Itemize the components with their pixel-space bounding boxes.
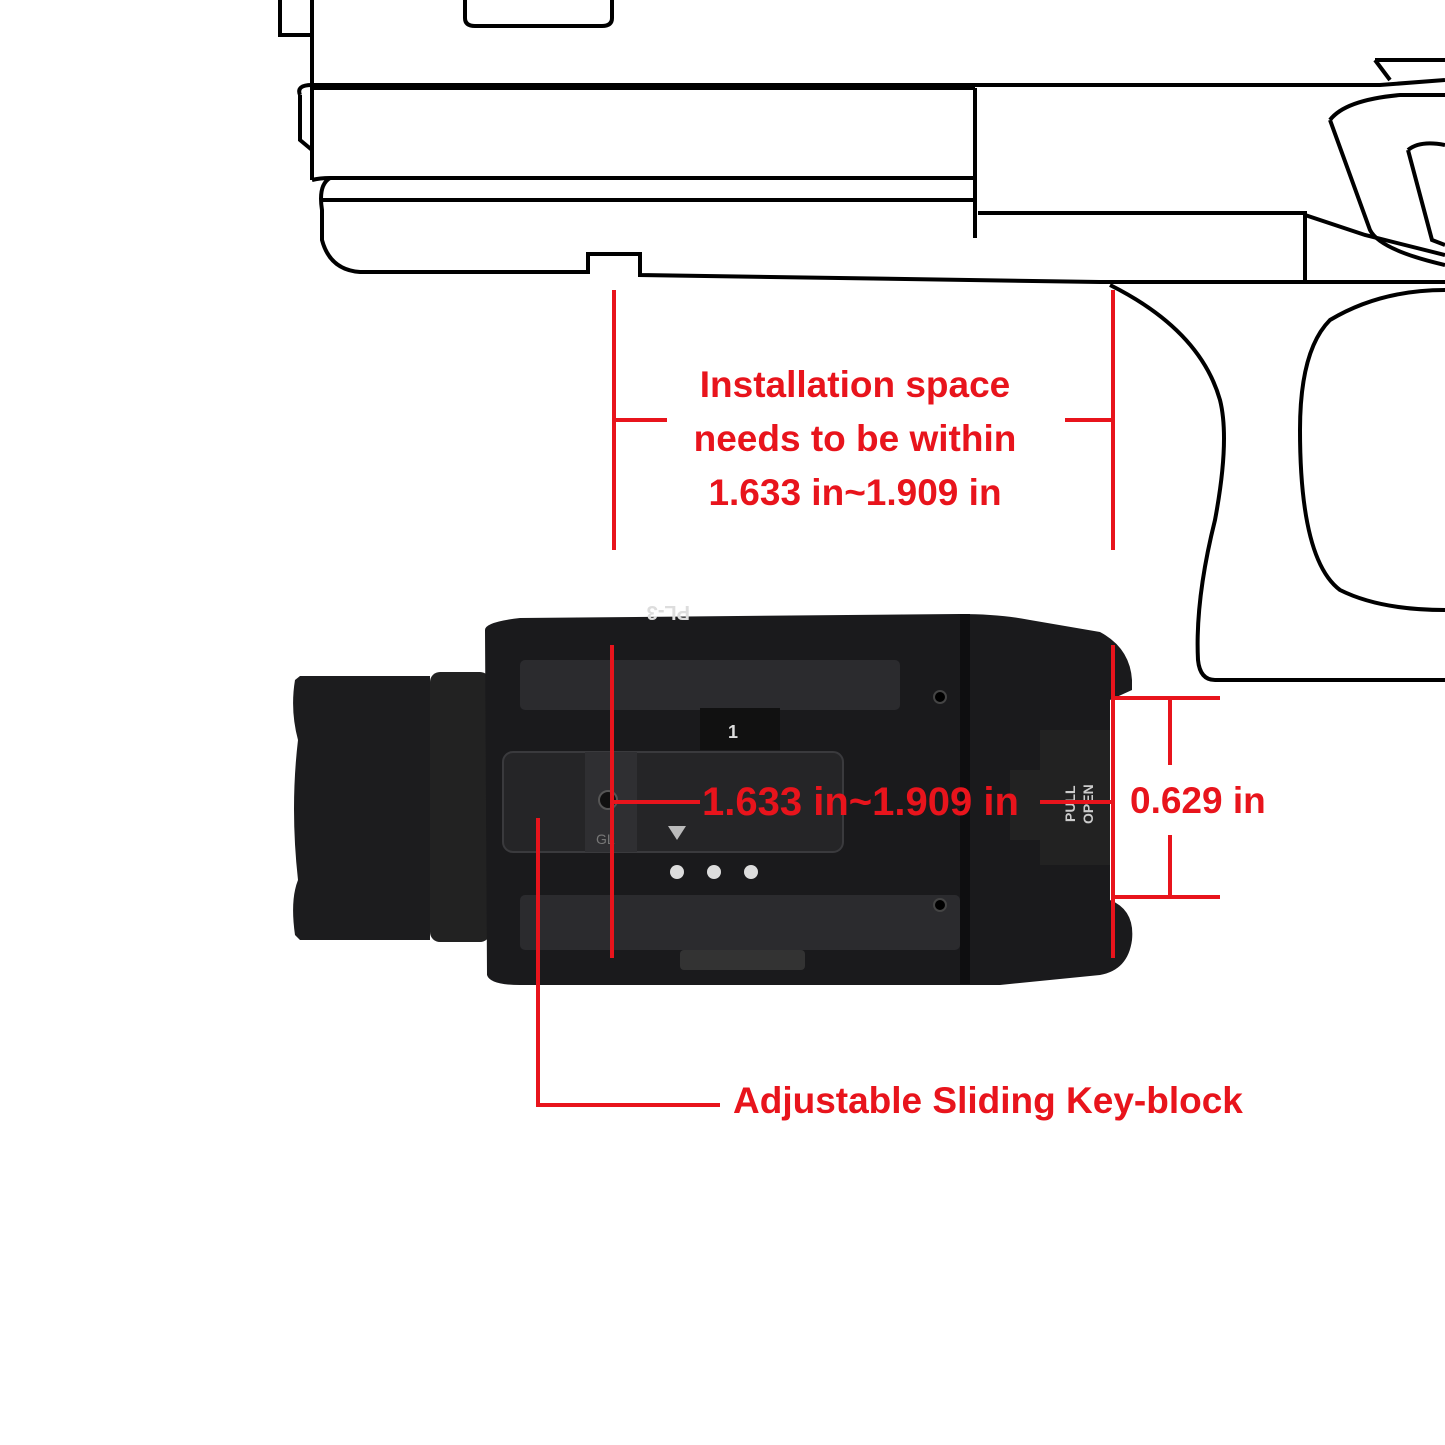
pistol-outline bbox=[278, 0, 1445, 682]
dimension-lines bbox=[536, 290, 1220, 1107]
key-block-leader bbox=[536, 818, 720, 1107]
battery-door-open: OPEN bbox=[1080, 784, 1096, 824]
installation-space-label: Installation space needs to be within 1.… bbox=[620, 358, 1090, 520]
key-block-label: Adjustable Sliding Key-block bbox=[733, 1080, 1243, 1121]
installation-line-1: Installation space bbox=[699, 364, 1011, 405]
weapon-light: PL-3 1 GL PULL OPEN bbox=[293, 601, 1133, 985]
model-marking: PL-3 bbox=[647, 601, 690, 623]
installation-line-2: needs to be within bbox=[693, 418, 1017, 459]
install-right-line bbox=[1065, 290, 1115, 550]
installation-line-3: 1.633 in~1.909 in bbox=[708, 472, 1002, 513]
height-dimension-label: 0.629 in bbox=[1130, 780, 1266, 821]
slot-marking: 1 bbox=[728, 722, 738, 742]
inner-dimension-label: 1.633 in~1.909 in bbox=[702, 780, 1019, 824]
install-left-line bbox=[612, 290, 667, 550]
height-bracket bbox=[1113, 696, 1220, 899]
inner-left-line bbox=[610, 645, 700, 958]
